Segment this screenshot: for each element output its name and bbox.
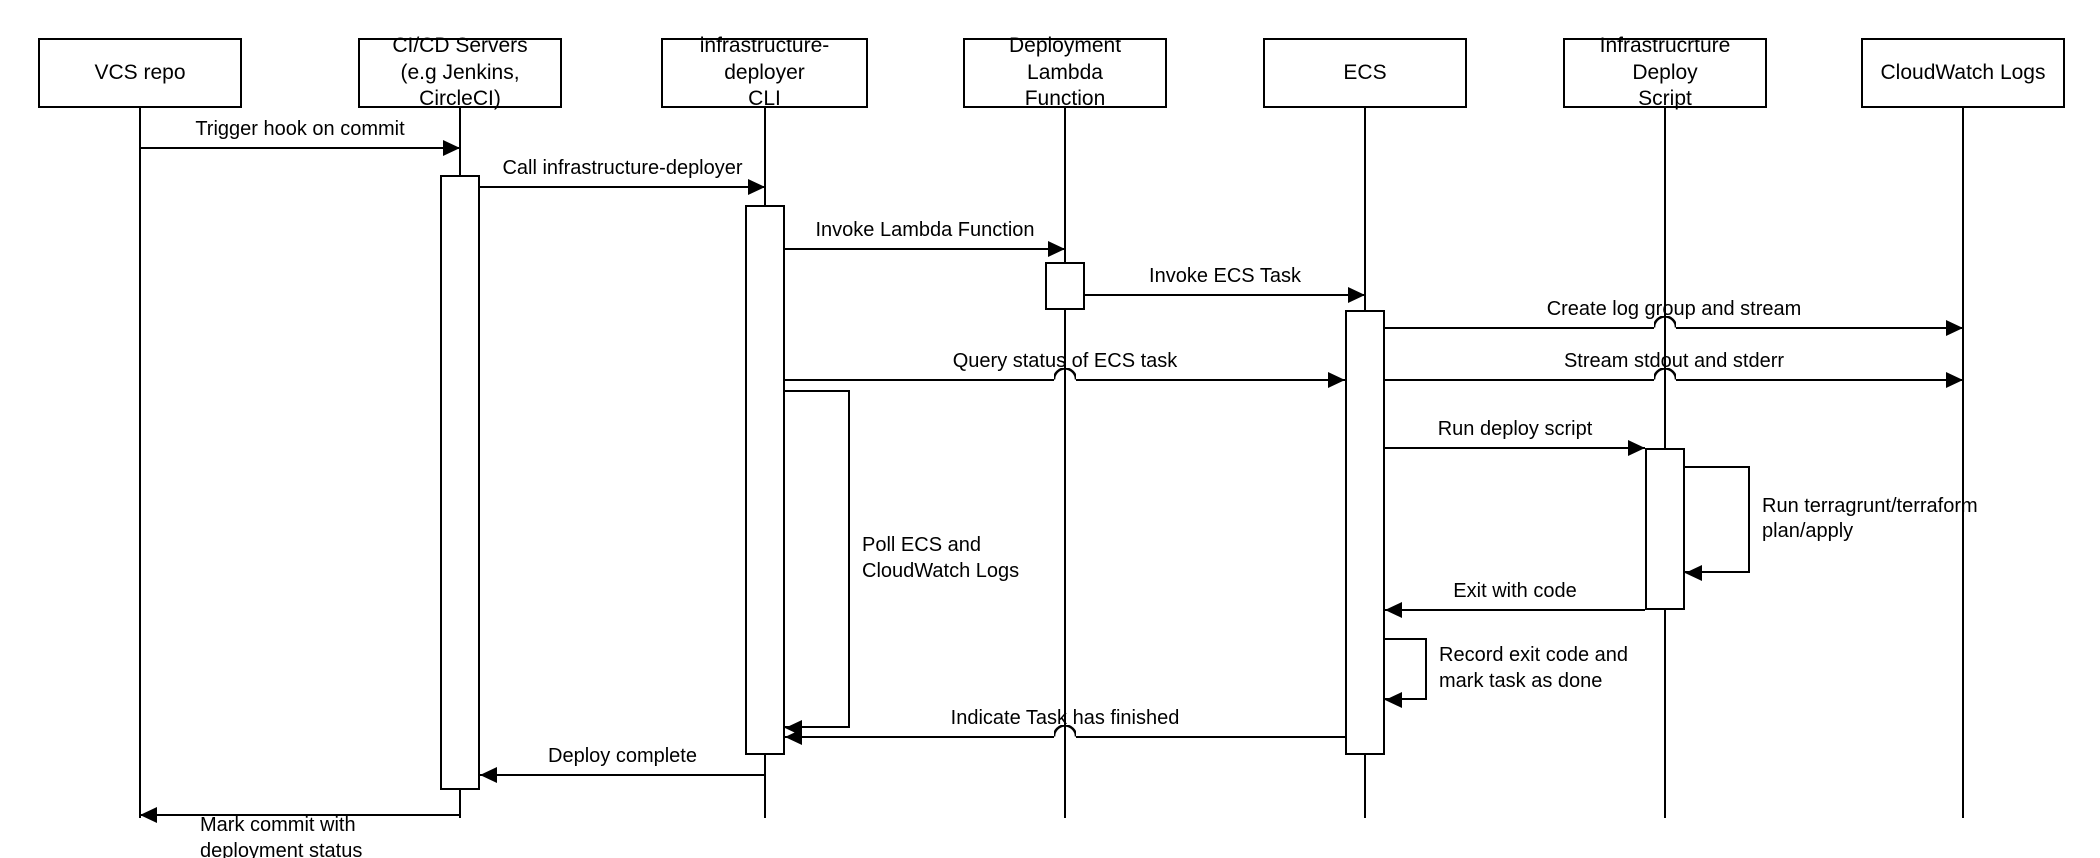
self-message-path <box>785 390 850 728</box>
participant-label-line: Infrastrucrture Deploy <box>1599 33 1731 84</box>
message-label: Trigger hook on commit <box>195 118 405 140</box>
message-label: Call infrastructure-deployer <box>502 157 743 179</box>
activation-lambda <box>1045 262 1085 310</box>
message-line-segment <box>1076 735 1345 739</box>
arrowhead-left-icon <box>140 807 157 823</box>
arrowhead-left-icon <box>1385 692 1402 708</box>
lifeline-lambda <box>1063 108 1067 818</box>
participant-cicd[interactable]: CI/CD Servers (e.g Jenkins, CircleCI) <box>358 34 562 110</box>
arrowhead-right-icon <box>1328 372 1345 388</box>
participant-label: CloudWatch Logs <box>1881 60 2046 87</box>
message-lifeline-jump <box>1652 315 1678 329</box>
message-label: Create log group and stream <box>1546 298 1802 320</box>
message-line-segment <box>140 813 460 817</box>
lifeline-cwlogs <box>1961 108 1965 818</box>
message-line-segment <box>785 735 1054 739</box>
arrowhead-right-icon <box>1048 241 1065 257</box>
arrowhead-right-icon <box>1946 372 1963 388</box>
self-message-path <box>1385 638 1427 700</box>
arrowhead-left-icon <box>1385 602 1402 618</box>
message-line-segment <box>785 247 1065 251</box>
arrowhead-left-icon <box>1685 565 1702 581</box>
message-line-segment <box>1385 326 1654 330</box>
activation-cli <box>745 205 785 755</box>
self-message-path <box>1685 466 1750 573</box>
arrowhead-right-icon <box>1348 287 1365 303</box>
message-line-segment <box>1676 378 1963 382</box>
participant-label-line: CLI <box>748 87 781 111</box>
participant-label-line: ECS <box>1343 60 1387 84</box>
message-line-segment <box>1076 378 1345 382</box>
participant-label-line: Function <box>1024 87 1106 111</box>
participant-vcs[interactable]: VCS repo <box>38 38 242 108</box>
participant-cwlogs[interactable]: CloudWatch Logs <box>1861 38 2065 108</box>
arrowhead-left-icon <box>785 720 802 736</box>
participant-label-line: VCS repo <box>94 60 186 84</box>
arrowhead-right-icon <box>1628 440 1645 456</box>
participant-ecs[interactable]: ECS <box>1263 38 1467 108</box>
arrowhead-right-icon <box>748 179 765 195</box>
message-lifeline-jump <box>1052 724 1078 738</box>
participant-label: CI/CD Servers (e.g Jenkins, CircleCI) <box>366 33 554 114</box>
message-lifeline-jump <box>1652 367 1678 381</box>
self-message-label: Poll ECS and CloudWatch Logs <box>862 534 1020 582</box>
message-line-segment <box>1085 293 1365 297</box>
message-label: Exit with code <box>1453 580 1577 602</box>
participant-label: VCS repo <box>94 60 185 87</box>
self-message-label: Record exit code and mark task as done <box>1439 644 1629 692</box>
message-line-segment <box>480 185 765 189</box>
activation-deployscript <box>1645 448 1685 610</box>
message-label: Invoke ECS Task <box>1149 265 1301 287</box>
arrowhead-left-icon <box>480 767 497 783</box>
participant-label-line: Script <box>1638 87 1692 111</box>
activation-ecs <box>1345 310 1385 755</box>
message-line-segment <box>1676 326 1963 330</box>
message-line-segment <box>785 378 1054 382</box>
message-lifeline-jump <box>1052 367 1078 381</box>
self-message-label: Run terragrunt/terraform plan/apply <box>1762 494 1978 543</box>
message-line-segment <box>480 773 765 777</box>
message-line-segment <box>1385 378 1654 382</box>
participant-label-line: Deployment Lambda <box>1008 33 1122 84</box>
message-line-segment <box>1385 446 1645 450</box>
arrowhead-right-icon <box>443 140 460 156</box>
message-label: Run deploy script <box>1437 418 1593 440</box>
message-label: Stream stdout and stderr <box>1563 350 1785 372</box>
activation-cicd <box>440 175 480 790</box>
participant-label: ECS <box>1343 60 1386 87</box>
message-label: Invoke Lambda Function <box>815 219 1035 241</box>
message-label: Deploy complete <box>548 745 697 767</box>
participant-label-line: CI/CD Servers <box>392 33 528 57</box>
participant-label-line: infrastructure-deployer <box>699 33 830 84</box>
message-label: Query status of ECS task <box>952 350 1178 372</box>
message-label: Indicate Task has finished <box>950 707 1180 729</box>
message-line-segment <box>1385 608 1645 612</box>
participant-label-line: (e.g Jenkins, CircleCI) <box>400 60 520 111</box>
message-line-segment <box>140 146 460 150</box>
arrowhead-right-icon <box>1946 320 1963 336</box>
lifeline-vcs <box>138 108 142 818</box>
message-label: Mark commit with deployment status <box>200 814 363 858</box>
participant-label-line: CloudWatch Logs <box>1880 60 2046 84</box>
